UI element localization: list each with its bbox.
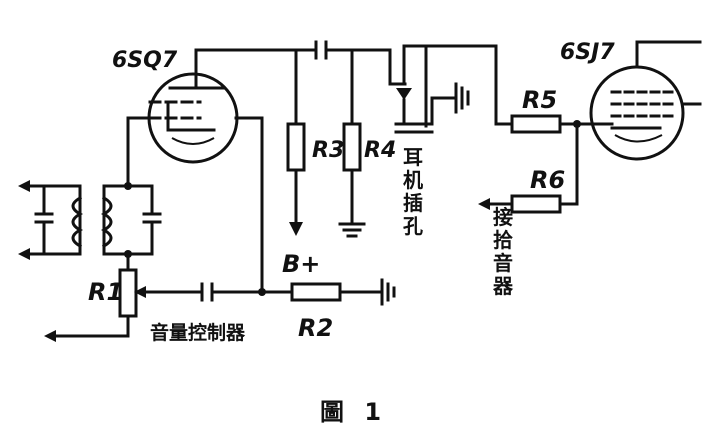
r3-label: R3	[312, 138, 345, 163]
tube-6sq7	[147, 72, 239, 164]
r1-label: R1	[88, 278, 124, 306]
tube-6sj7	[589, 40, 702, 161]
earphone-jack-label: 耳机插孔	[403, 145, 423, 238]
r2-label: R2	[298, 314, 334, 342]
pickup-connect-label: 接拾音器	[493, 205, 513, 298]
tube-6sq7-label: 6SQ7	[112, 48, 178, 73]
b-plus-label: B+	[282, 250, 321, 278]
volume-control-label: 音量控制器	[150, 322, 246, 344]
r5-label: R5	[522, 86, 558, 114]
figure-caption: 圖 1	[319, 398, 388, 426]
wiring	[18, 40, 614, 342]
r4-label: R4	[364, 138, 397, 163]
r6-label: R6	[530, 166, 566, 194]
tube-6sj7-label: 6SJ7	[560, 40, 615, 65]
